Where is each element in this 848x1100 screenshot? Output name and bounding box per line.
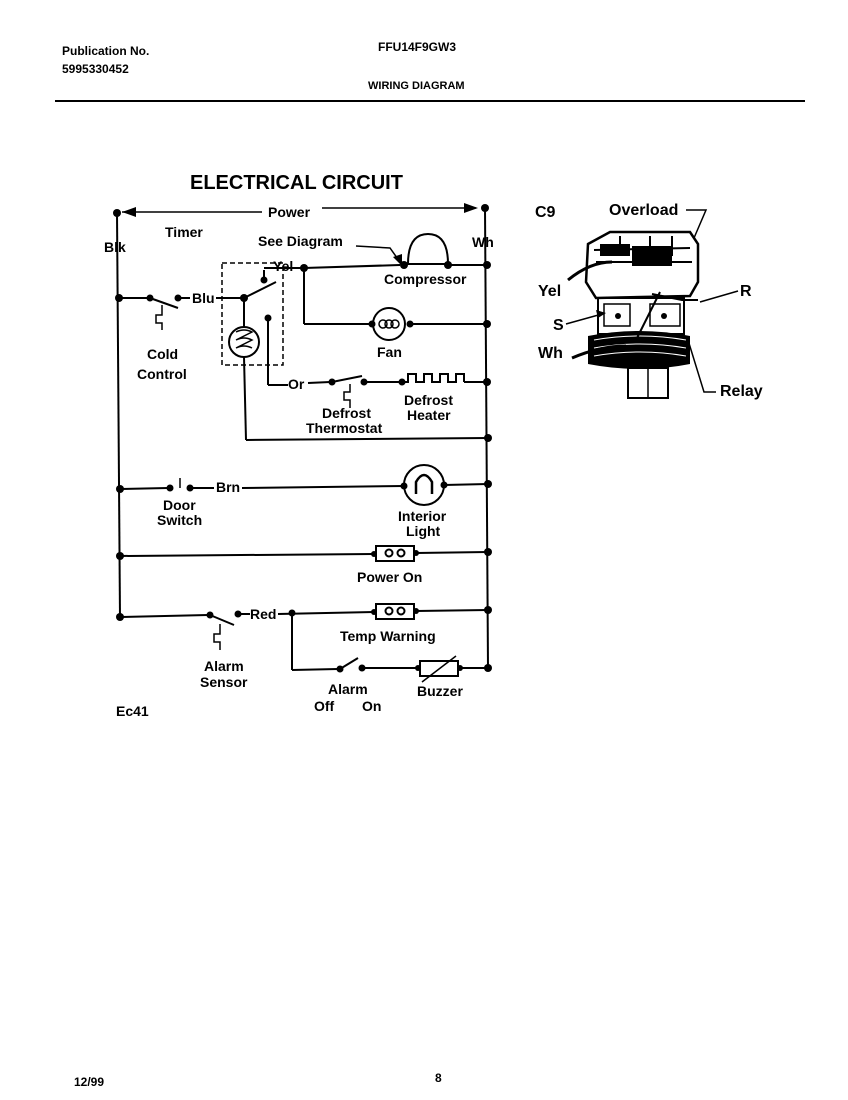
left-rail-l1 [116, 212, 121, 619]
detail-r-label: R [740, 283, 752, 300]
defrost-heater-icon [398, 373, 465, 386]
header-rule [55, 100, 805, 102]
fan-motor-icon [368, 307, 414, 341]
compressor-relay-overload-illustration [567, 230, 700, 399]
defrost-thermostat-label-1: Defrost [322, 405, 371, 421]
footer-page-number: 8 [435, 1071, 442, 1085]
power-arrow [122, 203, 478, 217]
detail-s-label: S [553, 317, 564, 334]
timer-motor-icon [228, 326, 260, 358]
alarm-label: Alarm [328, 681, 368, 697]
blu-label: Blu [192, 290, 215, 306]
brn-label: Brn [216, 479, 240, 495]
alarm-sensor-switch-icon [206, 610, 242, 650]
control-label: Control [137, 366, 187, 382]
timer-box [221, 262, 284, 366]
defrost-thermostat-icon [328, 375, 368, 408]
overload-label: Overload [609, 202, 678, 219]
yel-label: Yel [273, 258, 293, 274]
or-label: Or [288, 376, 305, 392]
defrost-heater-label-1: Defrost [404, 392, 453, 408]
defrost-heater-label-2: Heater [407, 407, 451, 423]
diagram-title: ELECTRICAL CIRCUIT [190, 172, 403, 194]
alarm-switch-icon [336, 657, 366, 673]
detail-yel-label: Yel [538, 283, 561, 300]
power-label: Power [268, 204, 311, 220]
temp-warning-label: Temp Warning [340, 628, 436, 644]
light-label: Light [406, 523, 441, 539]
alarm-on-label: On [362, 698, 381, 714]
power-on-label: Power On [357, 569, 422, 585]
cold-control-switch-icon [146, 294, 182, 330]
alarm-off-label: Off [314, 698, 335, 714]
red-label: Red [250, 606, 276, 622]
compressor-icon [400, 232, 452, 269]
relay-label: Relay [720, 383, 763, 400]
wh-label: Wh [472, 234, 494, 250]
section-title: WIRING DIAGRAM [368, 80, 465, 92]
publication-label: Publication No. [62, 44, 150, 58]
see-diagram-label: See Diagram [258, 233, 343, 249]
switch-label: Switch [157, 512, 202, 528]
compressor-label: Compressor [384, 271, 467, 287]
diagram-code: Ec41 [116, 703, 149, 719]
power-on-indicator-icon [371, 545, 419, 562]
door-switch-icon [166, 478, 194, 492]
buzzer-label: Buzzer [417, 683, 463, 699]
cold-label: Cold [147, 346, 178, 362]
model-number: FFU14F9GW3 [378, 40, 457, 54]
publication-number: 5995330452 [62, 62, 129, 76]
footer-date: 12/99 [74, 1075, 105, 1089]
defrost-thermostat-label-2: Thermostat [306, 420, 383, 436]
alarm-sensor-label-1: Alarm [204, 658, 244, 674]
interior-label: Interior [398, 508, 447, 524]
interior-light-bulb-icon [400, 464, 448, 506]
timer-label: Timer [165, 224, 203, 240]
timer-switch-icon [240, 270, 277, 441]
blk-label: Blk [104, 239, 126, 255]
temp-warning-indicator-icon [371, 603, 419, 620]
buzzer-icon [415, 655, 463, 683]
door-label: Door [163, 497, 196, 513]
alarm-sensor-label-2: Sensor [200, 674, 248, 690]
detail-wh-label: Wh [538, 345, 563, 362]
fan-label: Fan [377, 344, 402, 360]
c9-code-label: C9 [535, 204, 556, 221]
